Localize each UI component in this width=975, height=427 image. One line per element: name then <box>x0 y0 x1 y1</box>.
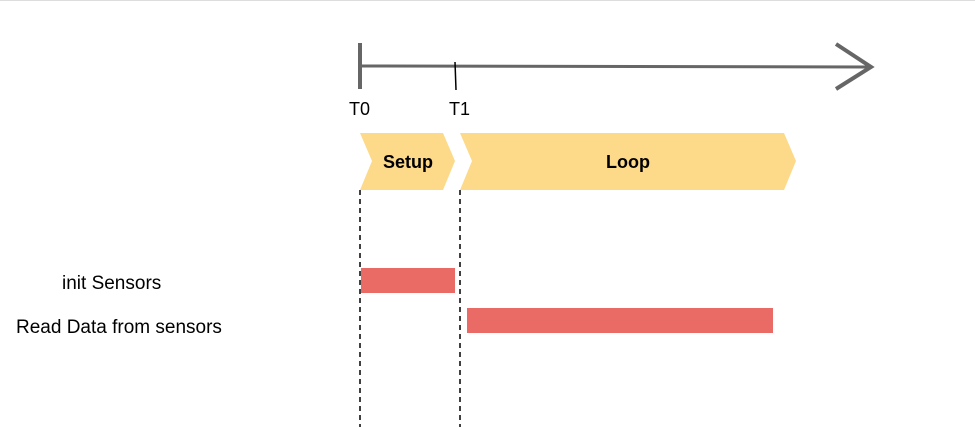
loop-phase-label: Loop <box>606 152 650 172</box>
task-row-init: init Sensors <box>62 268 455 294</box>
init-sensors-label: init Sensors <box>62 273 161 294</box>
t1-tick <box>454 61 457 91</box>
init-sensors-bar <box>361 268 455 293</box>
read-data-bar <box>467 308 773 333</box>
t0-label: T0 <box>349 99 370 119</box>
loop-phase-chevron <box>460 133 796 190</box>
time-axis-arrowhead <box>834 42 875 91</box>
t1-label: T1 <box>449 99 470 119</box>
read-data-label: Read Data from sensors <box>16 317 222 338</box>
time-axis-line <box>359 64 869 69</box>
phases: Setup Loop <box>360 133 796 190</box>
time-axis: T0 T1 <box>349 42 875 119</box>
task-row-read: Read Data from sensors <box>16 308 773 338</box>
setup-phase-chevron <box>360 133 455 190</box>
setup-phase-label: Setup <box>383 152 433 172</box>
